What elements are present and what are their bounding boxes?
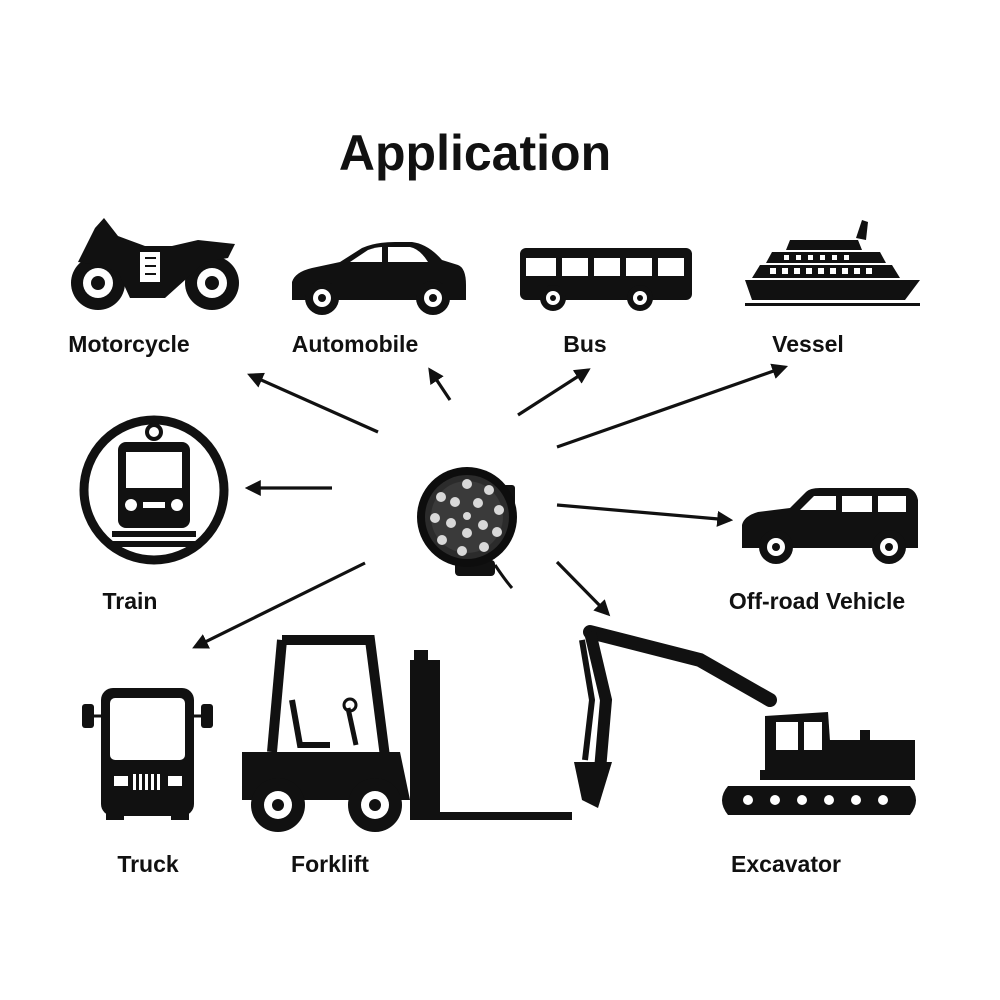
- excavator-icon: [574, 625, 916, 815]
- arrow-to-vessel: [556, 363, 789, 449]
- bus-icon: [520, 248, 692, 311]
- diagram-title: Application: [338, 125, 612, 181]
- truck-icon: [82, 688, 213, 820]
- label-vessel: Vessel: [772, 331, 844, 357]
- label-excavator: Excavator: [731, 851, 841, 877]
- label-forklift: Forklift: [291, 851, 369, 877]
- label-automobile: Automobile: [291, 331, 419, 357]
- label-offroad-vehicle: Off-road Vehicle: [728, 588, 906, 614]
- arrows: [192, 363, 789, 649]
- forklift-icon: [242, 635, 572, 832]
- car-icon: [292, 242, 466, 315]
- label-train: Train: [102, 588, 158, 614]
- arrow-to-excavator: [555, 560, 611, 617]
- label-bus: Bus: [563, 331, 607, 357]
- round-led-work-light-icon: [417, 467, 517, 589]
- label-truck: Truck: [117, 851, 179, 877]
- label-motorcycle: Motorcycle: [68, 331, 190, 357]
- train-icon: [79, 415, 229, 565]
- arrow-to-bus: [517, 368, 591, 417]
- suv-icon: [742, 488, 918, 564]
- arrow-to-motorcycle: [247, 372, 379, 434]
- arrow-to-offroad: [556, 503, 734, 527]
- arrow-to-truck: [192, 561, 366, 649]
- ship-icon: [745, 220, 920, 306]
- arrow-to-automobile: [428, 367, 452, 401]
- motorcycle-icon: [71, 218, 239, 310]
